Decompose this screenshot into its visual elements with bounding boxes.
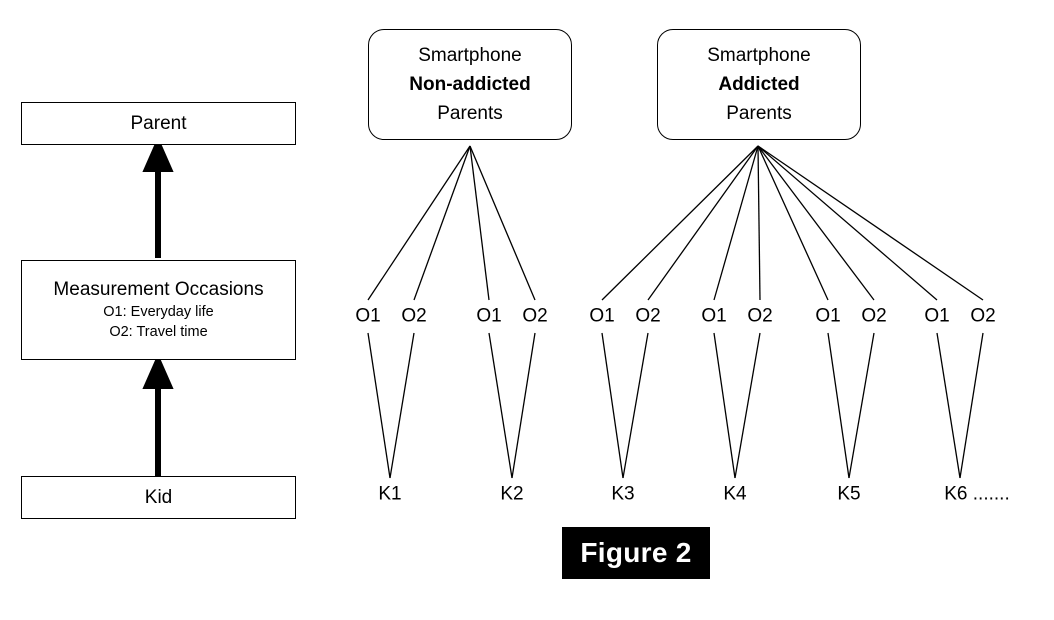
occasion-node-1: O1 bbox=[353, 305, 383, 327]
figure-caption-plate: Figure 2 bbox=[562, 527, 710, 579]
box-parent-label: Parent bbox=[130, 112, 187, 134]
fan-non-addicted bbox=[367, 145, 536, 301]
occasion-node-8: O2 bbox=[745, 305, 775, 327]
kid-node-k6: K6 ....... bbox=[942, 483, 1012, 505]
kid-node-k1: K1 bbox=[376, 483, 404, 505]
box-parent: Parent bbox=[21, 102, 296, 145]
fan-addicted bbox=[601, 145, 984, 301]
group-box-addicted-parents: Smartphone Addicted Parents bbox=[657, 29, 861, 140]
group-non-addicted-line2: Non-addicted bbox=[409, 74, 531, 95]
figure-caption-label: Figure 2 bbox=[580, 537, 692, 568]
group-addicted-line1: Smartphone bbox=[707, 45, 811, 66]
kid-node-k4: K4 bbox=[721, 483, 749, 505]
occasion-node-10: O2 bbox=[859, 305, 889, 327]
box-kid-label: Kid bbox=[144, 486, 173, 508]
box-measurement-occasions: Measurement Occasions O1: Everyday life … bbox=[21, 260, 296, 360]
occasion-legend-o2: O2: Travel time bbox=[109, 324, 208, 340]
occasion-node-5: O1 bbox=[587, 305, 617, 327]
box-measurement-occasions-label: Measurement Occasions bbox=[53, 279, 264, 300]
group-non-addicted-line3: Parents bbox=[437, 103, 503, 124]
box-kid: Kid bbox=[21, 476, 296, 519]
occasion-node-11: O1 bbox=[922, 305, 952, 327]
occasion-node-6: O2 bbox=[633, 305, 663, 327]
occasion-node-2: O2 bbox=[399, 305, 429, 327]
occasion-node-12: O2 bbox=[968, 305, 998, 327]
group-box-non-addicted-parents: Smartphone Non-addicted Parents bbox=[368, 29, 572, 140]
group-addicted-line3: Parents bbox=[726, 103, 792, 124]
group-addicted-line2: Addicted bbox=[718, 74, 800, 95]
occasion-node-4: O2 bbox=[520, 305, 550, 327]
arrow-kid-to-measurement bbox=[142, 353, 174, 476]
kid-node-k2: K2 bbox=[498, 483, 526, 505]
occasion-node-7: O1 bbox=[699, 305, 729, 327]
arrow-measurement-to-parent bbox=[142, 136, 174, 258]
group-non-addicted-line1: Smartphone bbox=[418, 45, 522, 66]
occasion-legend-o1: O1: Everyday life bbox=[103, 304, 214, 320]
occasion-node-3: O1 bbox=[474, 305, 504, 327]
occasion-node-9: O1 bbox=[813, 305, 843, 327]
kid-node-k3: K3 bbox=[609, 483, 637, 505]
v-joins-occasions-to-kids bbox=[367, 332, 984, 479]
kid-node-k5: K5 bbox=[835, 483, 863, 505]
